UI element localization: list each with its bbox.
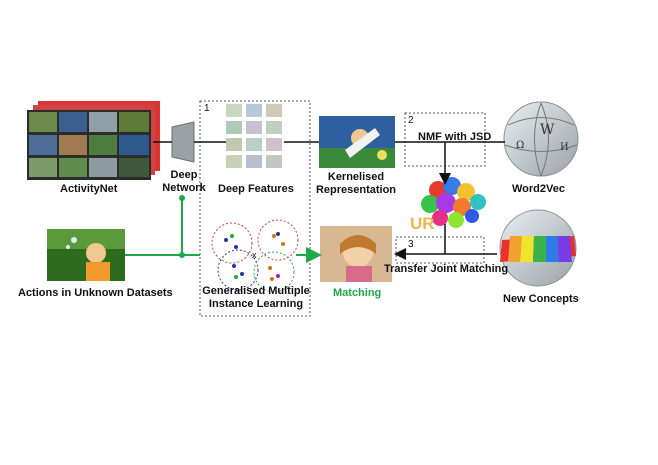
svg-text:W: W	[540, 122, 555, 138]
step1-box	[199, 100, 311, 317]
step3-box	[395, 236, 485, 264]
matching-image	[320, 226, 392, 282]
step-number-3: 3	[408, 239, 414, 250]
unknown-dataset-image	[47, 229, 125, 281]
deep-network-shape	[171, 121, 195, 163]
kernelised-representation-image	[319, 116, 395, 168]
matching-label: Matching	[333, 287, 382, 299]
ur-label: UR	[410, 214, 435, 233]
transfer-label: Transfer Joint Matching	[384, 263, 509, 275]
deep-features-label: Deep Features	[218, 183, 294, 195]
new-concepts-globe	[499, 209, 577, 287]
actions-unknown-label: Actions in Unknown Datasets	[18, 287, 173, 299]
deep-network-label: Deep Network	[160, 169, 208, 195]
ur-puzzle-image	[421, 177, 486, 228]
kernelised-line2: Representation	[315, 184, 397, 196]
kernelised-label: Kernelised Representation	[310, 171, 402, 197]
activitynet-image	[27, 101, 160, 180]
deep-network-line1: Deep	[170, 169, 198, 181]
new-concepts-label: New Concepts	[503, 293, 579, 305]
step-number-2: 2	[408, 115, 414, 126]
kernelised-line1: Kernelised	[327, 171, 385, 183]
gmil-label: Generalised Multiple Instance Learning	[200, 285, 312, 311]
gmil-line1: Generalised Multiple	[202, 285, 310, 297]
word2vec-globe: W Ω И	[503, 101, 579, 177]
gmil-clusters: x	[211, 219, 299, 293]
black-connectors	[153, 141, 505, 260]
step-number-1: 1	[204, 103, 210, 114]
activitynet-label: ActivityNet	[60, 183, 118, 195]
green-junction-top	[179, 195, 185, 201]
svg-text:x: x	[252, 250, 257, 260]
svg-text:Ω: Ω	[516, 140, 524, 151]
nmf-label: NMF with JSD	[418, 131, 492, 143]
deep-features-image	[226, 104, 282, 168]
green-connectors	[125, 198, 322, 263]
gmil-line2: Instance Learning	[208, 298, 304, 310]
word2vec-label: Word2Vec	[512, 183, 565, 195]
svg-text:И: И	[560, 142, 569, 153]
deep-network-line2: Network	[162, 182, 206, 194]
green-junction-bottom	[179, 252, 185, 258]
